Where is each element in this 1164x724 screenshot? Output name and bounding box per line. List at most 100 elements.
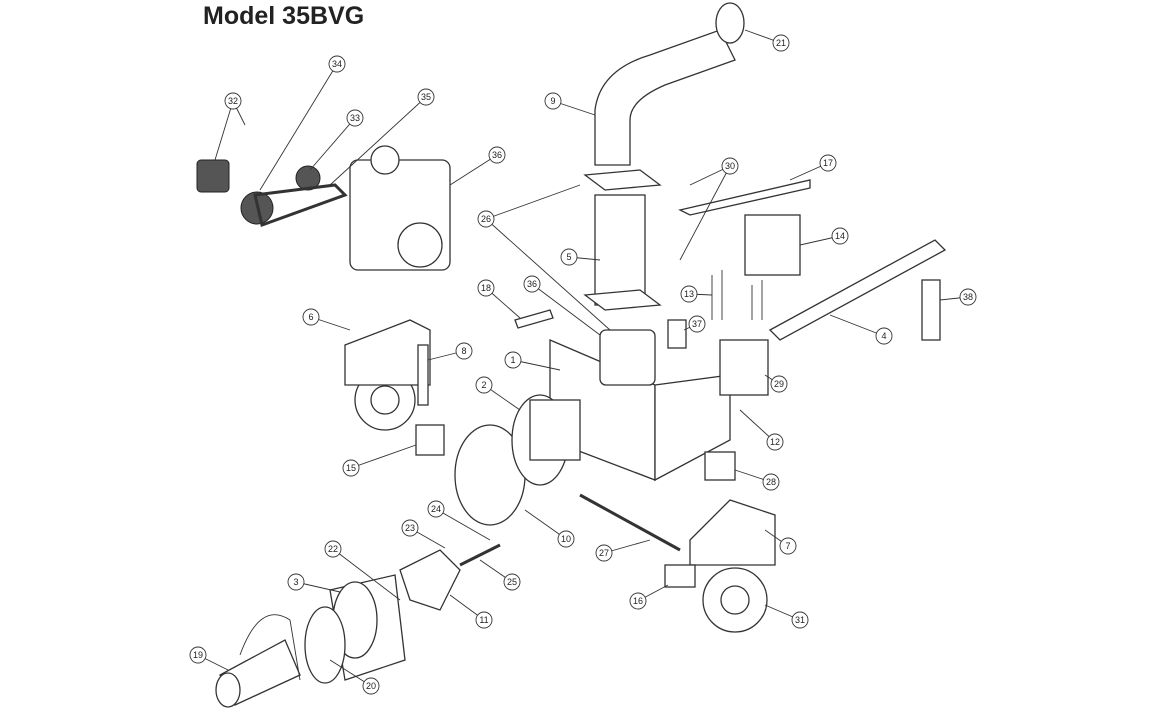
callout-22: 22	[324, 540, 401, 601]
callout-31: 31	[764, 604, 809, 629]
callout-9: 9	[544, 92, 596, 116]
leader-line	[485, 218, 611, 331]
callout-20: 20	[329, 659, 380, 695]
callout-12: 12	[739, 409, 784, 451]
callout-circle	[417, 88, 435, 106]
callout-number: 22	[328, 544, 338, 554]
plate-16	[664, 564, 696, 588]
callout-number: 10	[561, 534, 571, 544]
callout-number: 33	[350, 113, 360, 123]
callout-circle	[766, 433, 784, 451]
callout-circle	[455, 342, 473, 360]
callout-circle	[302, 308, 320, 326]
callout-circle	[791, 611, 809, 629]
callout-34: 34	[259, 55, 346, 191]
callout-circle	[544, 92, 562, 110]
small-engine	[599, 329, 656, 386]
callout-circle	[189, 646, 207, 664]
leader-line	[332, 548, 401, 601]
callout-29: 29	[764, 374, 788, 393]
callout-2: 2	[475, 376, 521, 411]
callout-number: 28	[766, 477, 776, 487]
callout-8: 8	[427, 342, 473, 361]
leader-line	[829, 314, 885, 337]
callout-circle	[427, 500, 445, 518]
callout-number: 6	[308, 312, 313, 322]
callout-circle	[875, 327, 893, 345]
callout-11: 11	[449, 594, 493, 629]
bolts-13	[711, 270, 763, 320]
callout-circle	[224, 92, 242, 110]
callout-10: 10	[524, 509, 575, 548]
callout-circle	[287, 573, 305, 591]
callout-number: 27	[599, 548, 609, 558]
callout-24: 24	[427, 500, 491, 541]
callout-number: 37	[692, 319, 702, 329]
callout-number: 19	[193, 650, 203, 660]
callout-3: 3	[287, 573, 341, 593]
callout-16: 16	[629, 584, 669, 610]
callout-circle	[475, 376, 493, 394]
callout-circle	[721, 157, 739, 175]
callout-circle	[488, 146, 506, 164]
bracket-8	[417, 344, 429, 406]
callout-5: 5	[560, 248, 601, 266]
callout-number: 36	[527, 279, 537, 289]
callout-circle	[475, 611, 493, 629]
callout-circle	[346, 109, 364, 127]
callout-number: 20	[366, 681, 376, 691]
callout-number: 8	[461, 346, 466, 356]
leader-line	[679, 165, 731, 261]
callout-7: 7	[764, 529, 797, 555]
gasket-ring	[715, 2, 745, 44]
callout-circle	[959, 288, 977, 306]
leader-line	[449, 154, 498, 186]
callout-number: 16	[633, 596, 643, 606]
belt-35	[253, 183, 348, 227]
callout-19: 19	[189, 646, 229, 671]
callout-circle	[523, 275, 541, 293]
callout-circle	[819, 154, 837, 172]
callout-circle	[328, 55, 346, 73]
callout-4: 4	[829, 314, 893, 345]
tank-29	[719, 339, 769, 396]
callout-number: 1	[510, 355, 515, 365]
callout-number: 30	[725, 161, 735, 171]
callout-number: 23	[405, 523, 415, 533]
callout-36: 36	[449, 146, 506, 186]
callout-circle	[831, 227, 849, 245]
callout-30: 30	[679, 157, 739, 261]
callout-1: 1	[504, 351, 561, 371]
callout-number: 29	[774, 379, 784, 389]
callout-23: 23	[401, 519, 446, 549]
callout-number: 25	[507, 577, 517, 587]
discharge-elbow	[594, 29, 736, 166]
callout-circle	[504, 351, 522, 369]
nozzle-11	[399, 549, 461, 611]
callout-15: 15	[342, 444, 417, 477]
discharge-tube	[594, 194, 646, 306]
callout-35: 35	[329, 88, 435, 186]
callout-17: 17	[789, 154, 837, 181]
callout-circle	[680, 285, 698, 303]
callout-circle	[688, 315, 706, 333]
plate-15	[415, 424, 445, 456]
parts-drawing	[196, 2, 947, 708]
callout-number: 21	[776, 38, 786, 48]
callout-21: 21	[744, 29, 790, 52]
callout-14: 14	[799, 227, 849, 246]
bearing-32	[196, 159, 230, 193]
pulley-33	[295, 165, 321, 191]
leader-line	[214, 100, 234, 161]
callout-32: 32	[214, 92, 246, 161]
jack-stand-38	[921, 279, 941, 341]
callout-circle	[342, 459, 360, 477]
callout-26: 26	[477, 184, 611, 331]
callout-number: 32	[228, 96, 238, 106]
callout-number: 4	[881, 331, 886, 341]
callout-number: 31	[795, 615, 805, 625]
leader-line	[259, 63, 338, 191]
diagram-title: Model 35BVG	[203, 2, 365, 30]
callout-number: 13	[684, 289, 694, 299]
